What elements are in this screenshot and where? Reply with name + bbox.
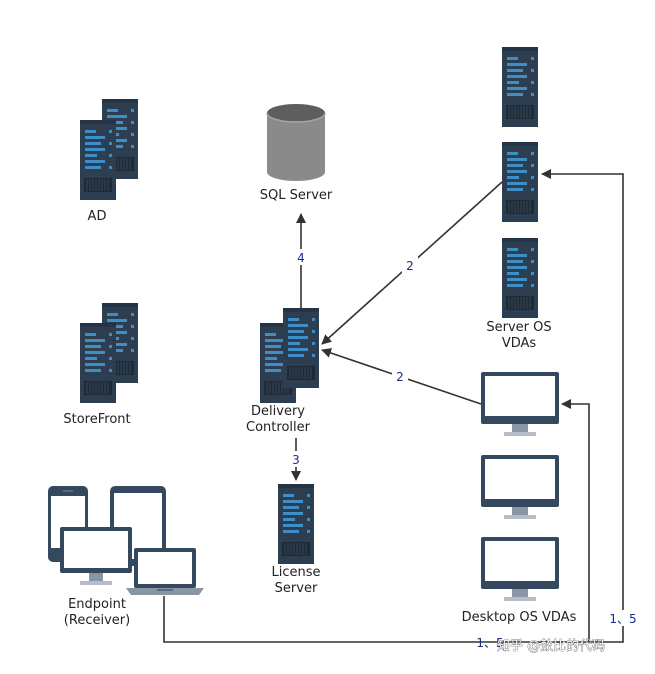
monitor-icon — [481, 537, 559, 601]
connection-label-4: 4 — [297, 251, 305, 265]
server-os-vdas-group — [501, 46, 539, 319]
storefront-label: StoreFront — [63, 412, 130, 427]
arrow-endpoint-to-desktop-vda — [163, 399, 590, 643]
server-os-vdas-label-line1: Server OS — [486, 320, 551, 335]
endpoint-devices-icon — [48, 486, 204, 595]
watermark-text: 知乎 @敖比的代码 — [497, 638, 605, 654]
server-icon — [501, 237, 539, 319]
laptop-icon — [126, 548, 204, 595]
arrow-endpoint-to-server-vda — [541, 169, 624, 643]
endpoint-label-line1: Endpoint — [68, 597, 126, 612]
connection-label-3: 3 — [292, 453, 300, 467]
connection-label-2-server: 2 — [406, 259, 414, 273]
connection-label-2-desktop: 2 — [396, 370, 404, 384]
sql-server-label: SQL Server — [260, 188, 333, 203]
server-icon — [501, 141, 539, 223]
ad-label: AD — [88, 209, 107, 224]
delivery-controller-label-line1: Delivery — [251, 404, 305, 419]
server-icon — [501, 46, 539, 128]
delivery-controller-server-pair-icon — [259, 307, 320, 404]
endpoint-label-line2: (Receiver) — [64, 613, 130, 628]
monitor-icon — [481, 455, 559, 519]
connection-label-1-5-desktop: 1、5 — [476, 636, 503, 650]
connection-label-1-5-server: 1、5 — [609, 612, 636, 626]
license-server-icon — [277, 483, 315, 565]
desktop-os-vdas-group — [481, 372, 559, 601]
server-os-vdas-label-line2: VDAs — [502, 336, 537, 351]
delivery-controller-label-line2: Controller — [246, 420, 311, 435]
desktop-os-vdas-label: Desktop OS VDAs — [462, 610, 577, 625]
desktop-monitor-icon — [60, 527, 132, 585]
monitor-icon — [481, 372, 559, 436]
storefront-server-pair-icon — [79, 302, 139, 404]
license-server-label-line2: Server — [275, 581, 318, 596]
license-server-label-line1: License — [271, 565, 320, 580]
ad-server-pair-icon — [79, 98, 139, 201]
database-icon — [266, 104, 326, 181]
